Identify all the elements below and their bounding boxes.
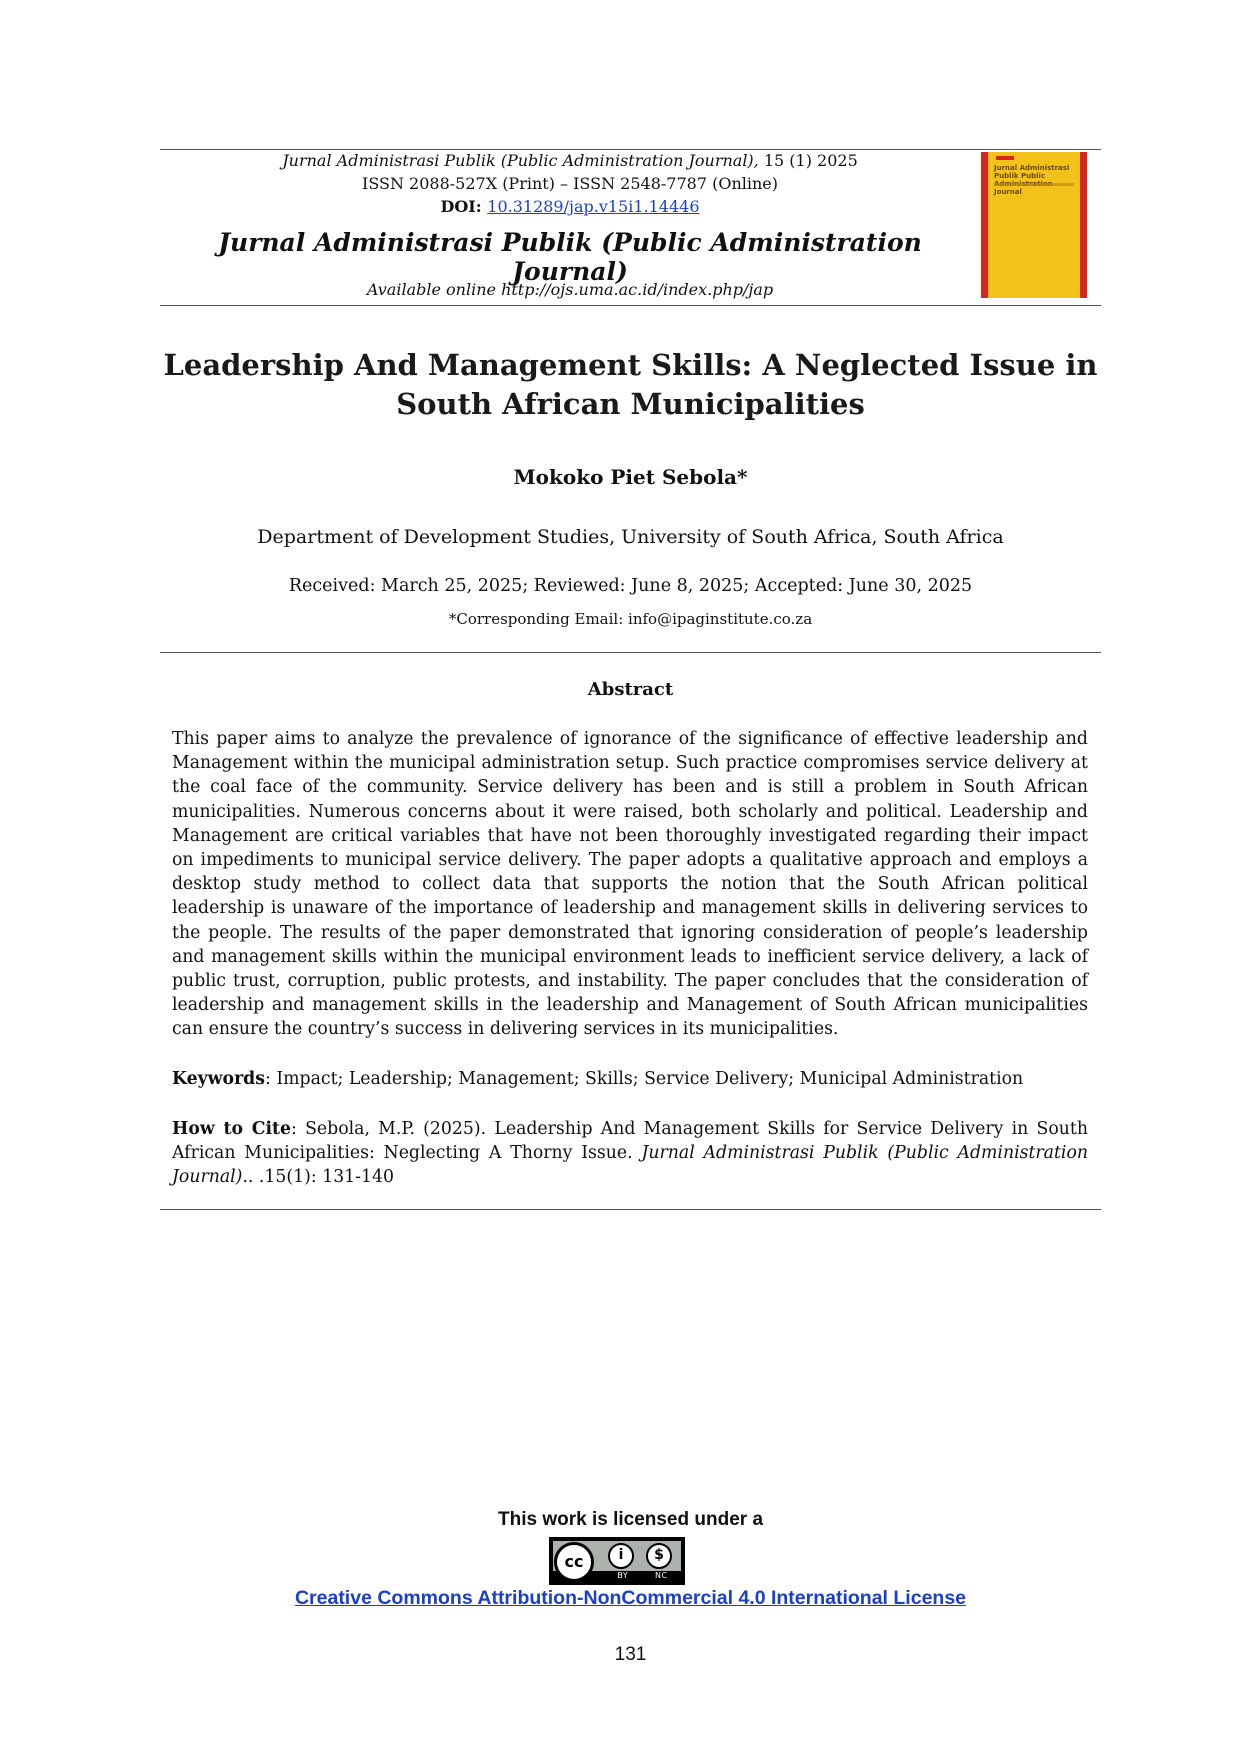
cite-tail: .. .15(1): 131-140	[242, 1167, 395, 1188]
journal-citation-volume: 15 (1) 2025	[758, 151, 858, 170]
noncommercial-dollar-icon: $	[646, 1543, 672, 1569]
header-bottom-rule	[160, 305, 1101, 306]
keywords-text: : Impact; Leadership; Management; Skills…	[265, 1069, 1024, 1089]
journal-cover-image: Jurnal Administrasi Publik Public Admini…	[981, 152, 1087, 298]
doi-label: DOI:	[440, 197, 488, 216]
license-link[interactable]: Creative Commons Attribution-NonCommerci…	[294, 1587, 967, 1609]
article-title-line2: South African Municipalities	[396, 387, 865, 421]
keywords: Keywords: Impact; Leadership; Management…	[172, 1067, 1088, 1091]
cite-label: How to Cite	[172, 1119, 292, 1139]
attribution-person-icon: i	[608, 1543, 634, 1569]
keywords-label: Keywords	[172, 1069, 265, 1089]
author-affiliation: Department of Development Studies, Unive…	[257, 526, 1004, 548]
cite-text: : Sebola, M.P. (2025). Leadership And Ma…	[172, 1119, 1088, 1164]
doi-line: DOI: 10.31289/jap.v15i1.14446	[160, 196, 980, 218]
issn-line: ISSN 2088-527X (Print) – ISSN 2548-7787 …	[362, 174, 778, 193]
article-dates: Received: March 25, 2025; Reviewed: June…	[288, 576, 973, 596]
how-to-cite: How to Cite: Sebola, M.P. (2025). Leader…	[172, 1117, 1088, 1190]
abstract-body: This paper aims to analyze the prevalenc…	[172, 729, 1088, 1040]
abstract-top-rule	[160, 652, 1101, 653]
header-top-rule	[160, 149, 1101, 150]
badge-nc: NC	[655, 1571, 668, 1580]
author-name: Mokoko Piet Sebola*	[513, 465, 748, 489]
cover-divider	[994, 183, 1074, 186]
badge-strip: BY NC	[604, 1570, 681, 1581]
corresponding-email: *Corresponding Email: info@ipaginstitute…	[448, 610, 813, 628]
cover-title: Jurnal Administrasi Publik Public Admini…	[994, 164, 1070, 196]
cc-by-nc-badge[interactable]: cc i $ BY NC	[549, 1537, 685, 1585]
license-heading: This work is licensed under a	[497, 1509, 764, 1530]
abstract-bottom-rule	[160, 1209, 1101, 1210]
page-number: 131	[614, 1644, 647, 1665]
cc-icon: cc	[554, 1542, 594, 1582]
cite-journal: Jurnal Administrasi Publik (Public Admin…	[172, 1143, 1088, 1188]
article-title: Leadership And Management Skills: A Negl…	[160, 346, 1101, 424]
cover-accent	[996, 156, 1014, 160]
journal-name: Jurnal Administrasi Publik (Public Admin…	[218, 228, 922, 286]
journal-citation: Jurnal Administrasi Publik (Public Admin…	[160, 150, 980, 172]
doi-link[interactable]: 10.31289/jap.v15i1.14446	[487, 197, 700, 216]
article-title-line1: Leadership And Management Skills: A Negl…	[163, 348, 1098, 382]
badge-by: BY	[617, 1571, 629, 1580]
journal-citation-italic: Jurnal Administrasi Publik (Public Admin…	[282, 151, 759, 170]
abstract-heading: Abstract	[587, 679, 674, 700]
available-online: Available online http://ojs.uma.ac.id/in…	[366, 280, 774, 299]
